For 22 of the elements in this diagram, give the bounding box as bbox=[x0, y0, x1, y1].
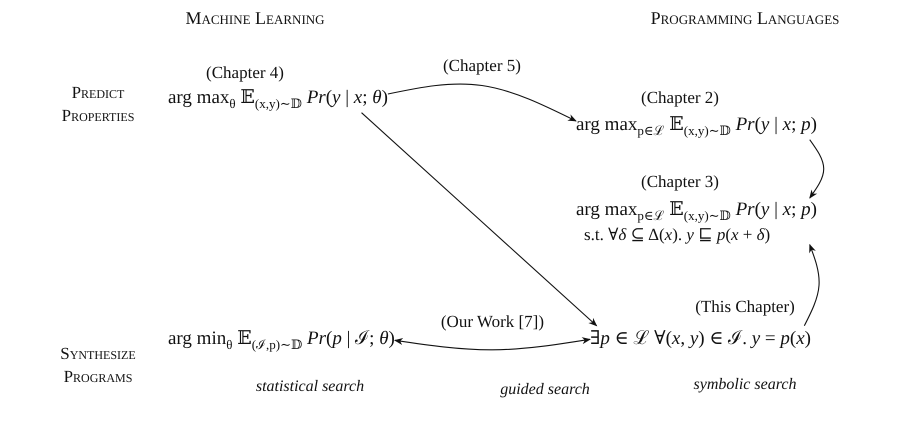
formula: arg max$_{θ}$ 𝔼$_{(x,y)∼𝔻}$ Pr(y | x; θ) bbox=[168, 86, 388, 113]
row-heading: Predict Properties bbox=[60, 82, 136, 127]
chapter-label: (Chapter 2) bbox=[641, 88, 719, 108]
arrow bbox=[388, 83, 577, 122]
arrow bbox=[361, 112, 598, 326]
formula: ∃p ∈ ℒ ∀(x, y) ∈ ℐ. y = p(x) bbox=[590, 327, 811, 351]
chapter-label: (Chapter 3) bbox=[641, 172, 719, 192]
method-caption: statistical search bbox=[256, 378, 364, 396]
method-caption: guided search bbox=[500, 381, 590, 399]
formula: arg max$_{p∈ℒ}$ 𝔼$_{(x,y)∼𝔻}$ Pr(y | x; p) bbox=[576, 198, 817, 225]
column-heading: Programming Languages bbox=[650, 8, 840, 29]
method-caption: symbolic search bbox=[694, 376, 796, 394]
arrow bbox=[809, 139, 824, 199]
column-heading: Machine Learning bbox=[185, 8, 325, 29]
chapter-label: (Chapter 4) bbox=[206, 63, 284, 83]
row-heading: Synthesize Programs bbox=[59, 343, 137, 388]
formula: arg max$_{p∈ℒ}$ 𝔼$_{(x,y)∼𝔻}$ Pr(y | x; p) bbox=[576, 113, 817, 140]
arrow bbox=[804, 244, 820, 326]
chapter-label: (This Chapter) bbox=[695, 297, 795, 317]
arrow bbox=[394, 337, 591, 350]
formula: arg min$_{θ}$ 𝔼$_{(ℐ,p)∼𝔻}$ Pr(p | ℐ; θ) bbox=[168, 327, 395, 354]
constraint-text: s.t. ∀δ ⊆ Δ(x). y ⊑ p(x + δ) bbox=[584, 224, 772, 245]
